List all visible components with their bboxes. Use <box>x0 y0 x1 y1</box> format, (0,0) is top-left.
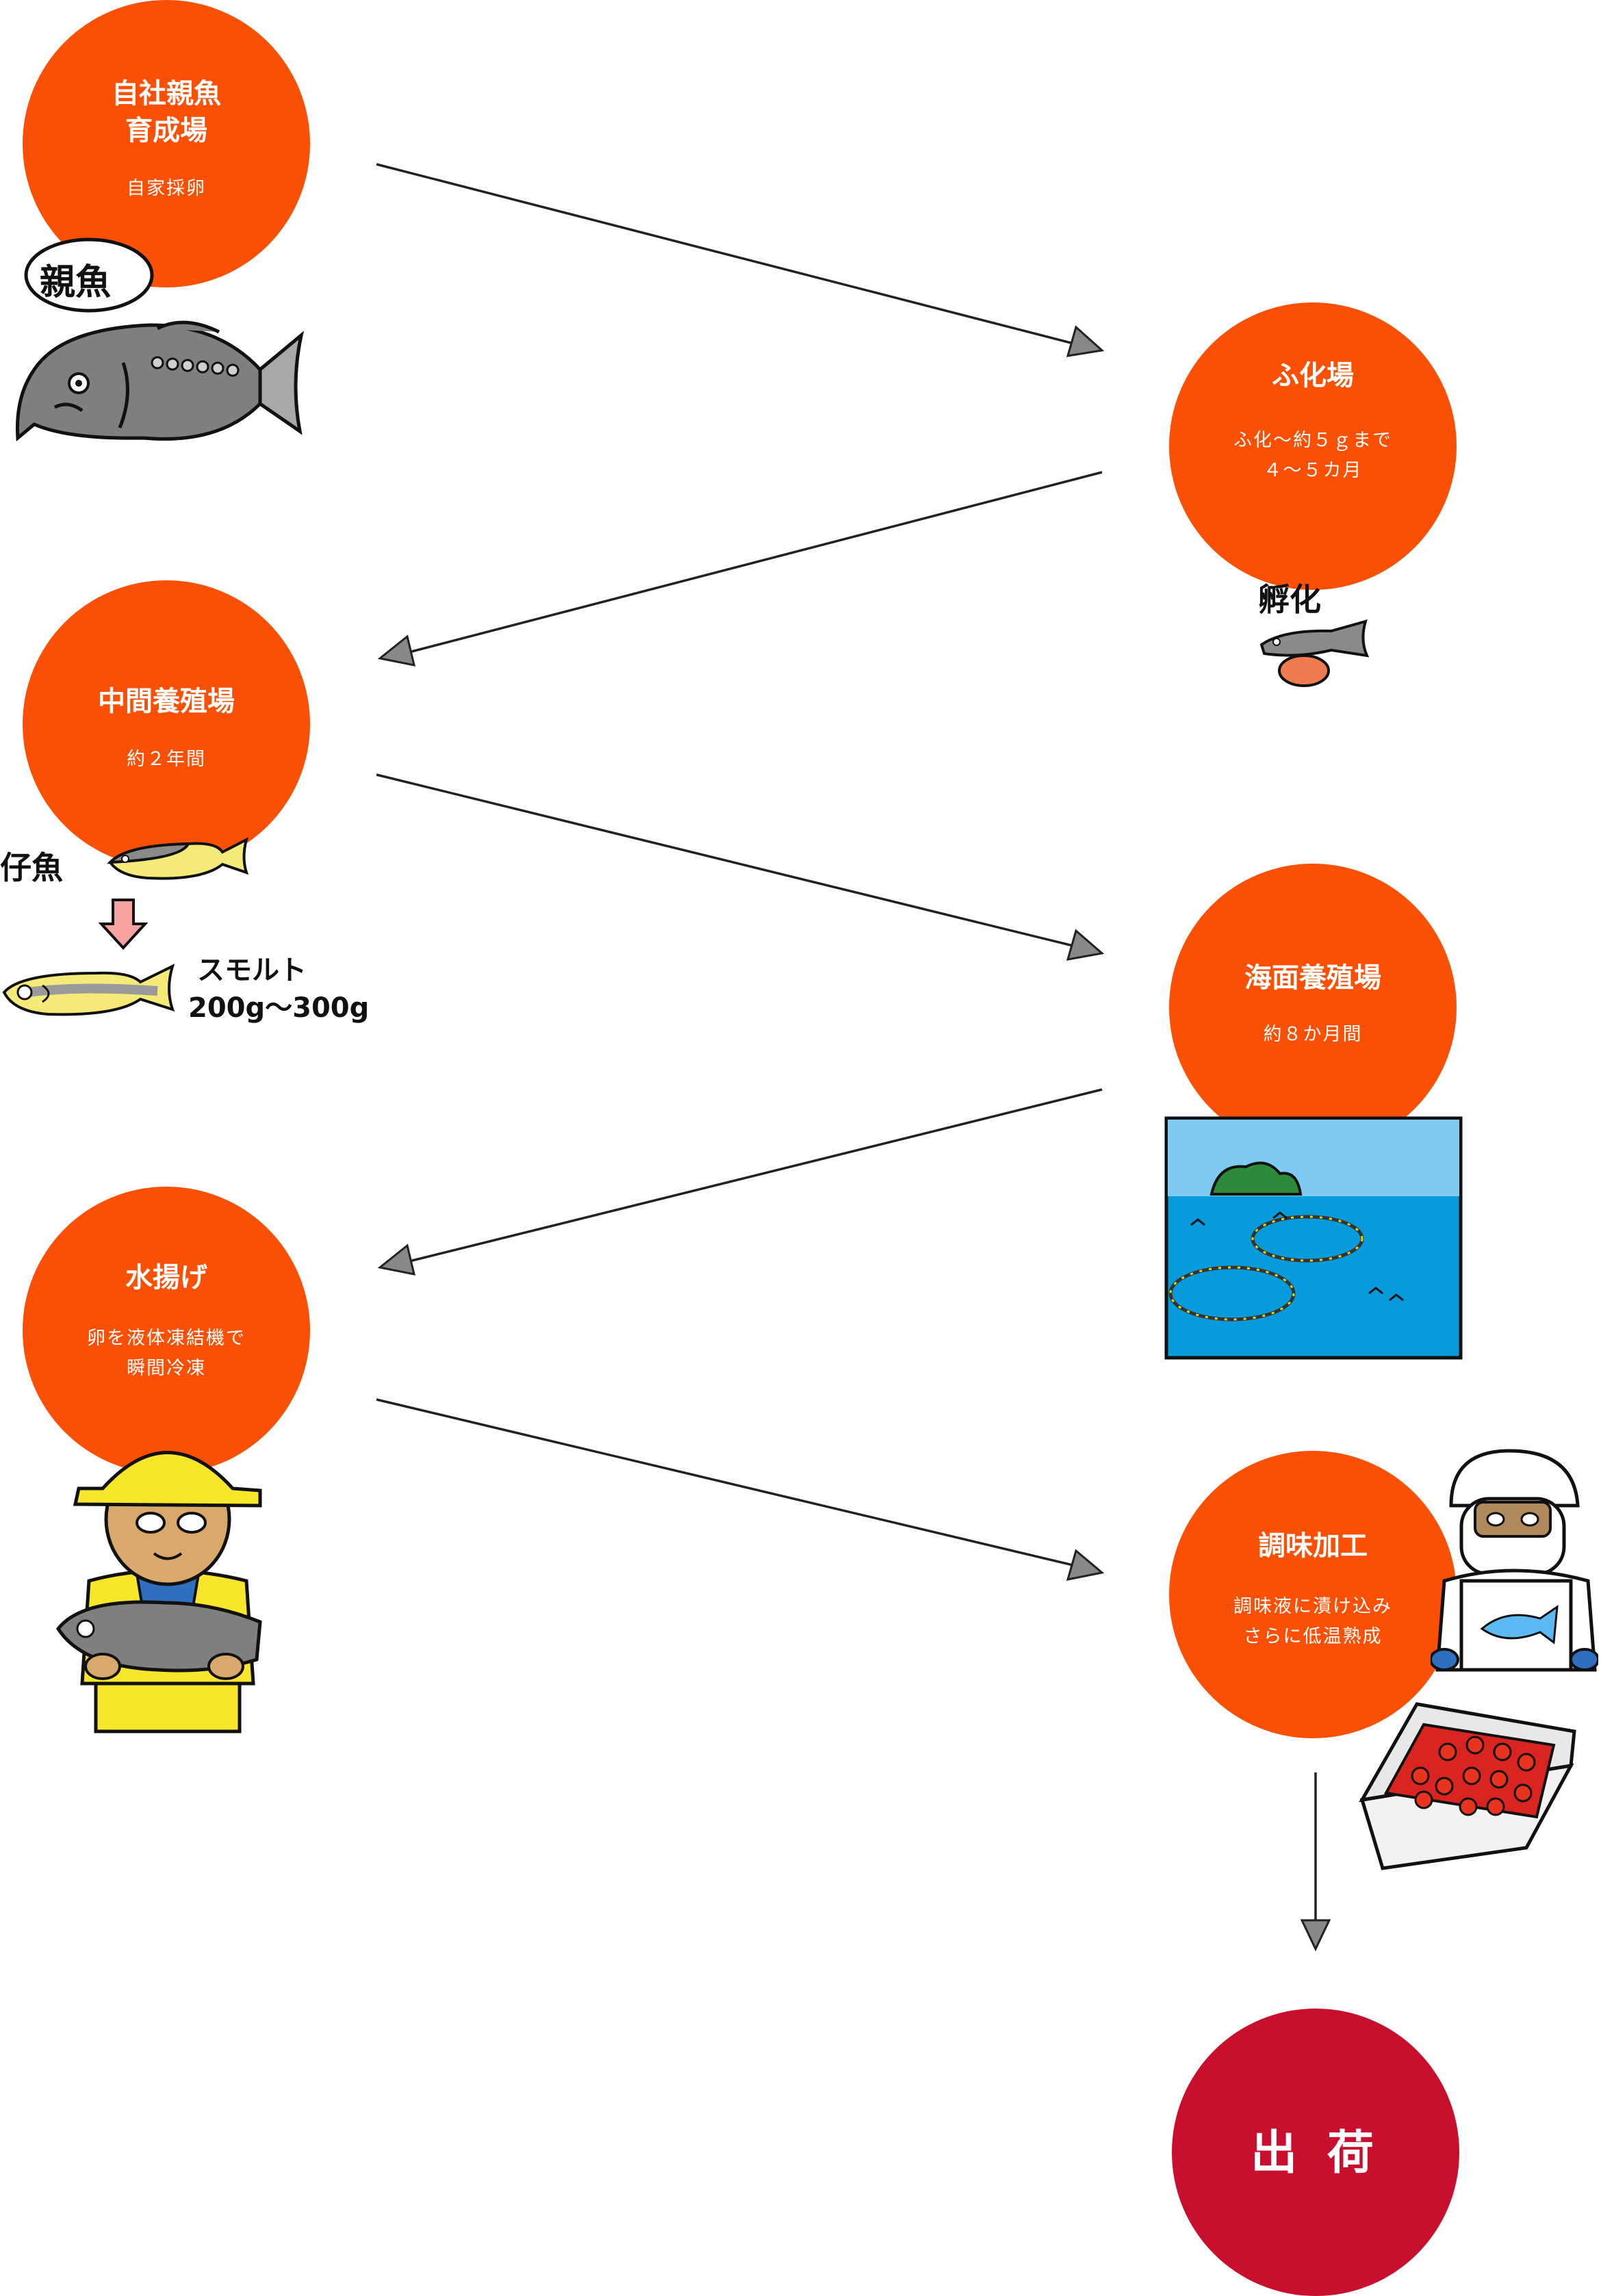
growth-arrow-icon <box>98 899 149 950</box>
hatchling-illustration <box>1259 619 1370 687</box>
final-circle-shipping: 出 荷 <box>1172 2009 1459 2296</box>
final-title: 出 荷 <box>1251 2126 1381 2180</box>
sea-farm-illustration <box>1164 1116 1463 1360</box>
label-hatching: 孵化 <box>1258 581 1321 618</box>
label-fry: 仔魚 <box>0 849 63 886</box>
smolt-illustration <box>2 964 175 1016</box>
step-detail: 瞬間冷凍 <box>127 1358 206 1379</box>
broodstock-illustration <box>16 237 304 442</box>
arrow-5 <box>376 1398 1105 1581</box>
step-circle-hatchery: ふ化場 ふ化～約５ｇまで ４～５カ月 <box>1169 302 1457 590</box>
step-title: 自社親魚 <box>112 77 221 109</box>
arrow-2 <box>377 471 1103 667</box>
step-title: 中間養殖場 <box>98 685 235 717</box>
roe-tray-illustration <box>1359 1702 1576 1870</box>
arrow-3 <box>376 773 1105 961</box>
step-detail: 約８か月間 <box>1263 1024 1363 1045</box>
step-title: ふ化場 <box>1272 359 1354 391</box>
arrow-4 <box>377 1088 1103 1276</box>
step-circle-seasoning: 調味加工 調味液に漬け込み さらに低温熟成 <box>1169 1451 1457 1738</box>
processing-worker-illustration <box>1431 1449 1598 1672</box>
step-detail: さらに低温熟成 <box>1243 1626 1383 1647</box>
step-detail: 自家採卵 <box>127 178 206 199</box>
label-smolt-weight: 200g～300g <box>188 992 370 1024</box>
fisherman-illustration <box>55 1451 262 1733</box>
fry-illustration <box>107 837 249 880</box>
step-circle-intermediate-farm: 中間養殖場 約２年間 <box>23 580 310 868</box>
step-title: 調味加工 <box>1258 1530 1368 1562</box>
step-circle-sea-farm: 海面養殖場 約８か月間 <box>1169 864 1457 1151</box>
step-detail: 卵を液体凍結機で <box>87 1328 246 1349</box>
step-title: 育成場 <box>125 114 207 146</box>
label-broodstock: 親魚 <box>40 262 112 303</box>
label-smolt: スモルト <box>197 955 307 986</box>
step-title: 海面養殖場 <box>1244 962 1381 994</box>
arrow-6 <box>1300 1772 1331 1952</box>
step-detail: ４～５カ月 <box>1263 460 1363 481</box>
step-detail: ふ化～約５ｇまで <box>1233 430 1392 451</box>
step-detail: 約２年間 <box>127 749 206 770</box>
step-circle-landing: 水揚げ 卵を液体凍結機で 瞬間冷凍 <box>23 1187 310 1474</box>
arrow-1 <box>376 163 1105 357</box>
step-title: 水揚げ <box>125 1261 207 1293</box>
step-detail: 調味液に漬け込み <box>1233 1596 1392 1617</box>
